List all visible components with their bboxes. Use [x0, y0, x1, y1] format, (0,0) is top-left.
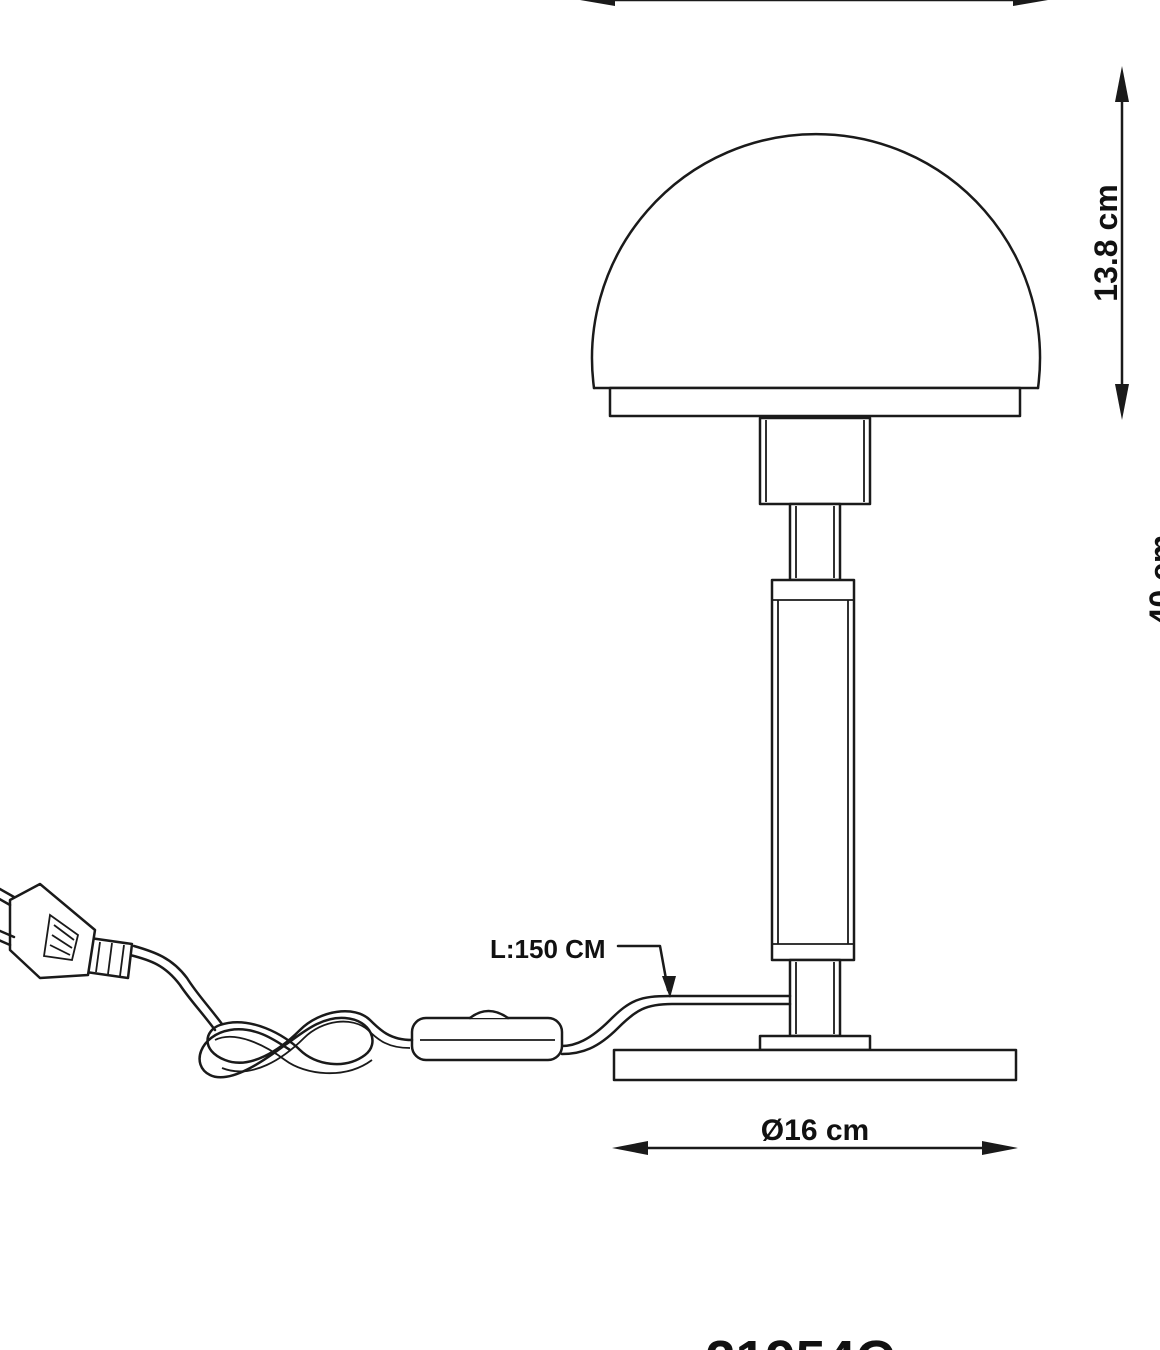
cable-length-callout: L:150 CM	[490, 934, 676, 998]
shade-height-dimension: 13.8 cm	[1088, 66, 1129, 420]
upper-rod	[788, 502, 842, 582]
shade-height-label: 13.8 cm	[1088, 184, 1124, 301]
power-plug	[0, 882, 134, 980]
total-height-label: 40 cm	[1143, 535, 1160, 626]
total-height-dimension: 40 cm	[1143, 535, 1160, 626]
top-width-dimension	[580, 0, 1048, 6]
model-number: 21954C	[705, 1330, 894, 1350]
lamp-stem	[770, 578, 856, 962]
cable-coil	[128, 944, 414, 1079]
lamp-socket	[758, 416, 872, 506]
base-diameter-dimension: Ø16 cm	[612, 1114, 1018, 1155]
power-cable	[560, 994, 792, 1056]
lamp-shade	[590, 132, 1042, 418]
lamp-base	[612, 1034, 1018, 1082]
inline-switch	[410, 1009, 564, 1062]
base-diameter-label: Ø16 cm	[761, 1114, 869, 1147]
cable-length-label: L:150 CM	[490, 934, 606, 964]
lower-rod	[788, 958, 842, 1038]
